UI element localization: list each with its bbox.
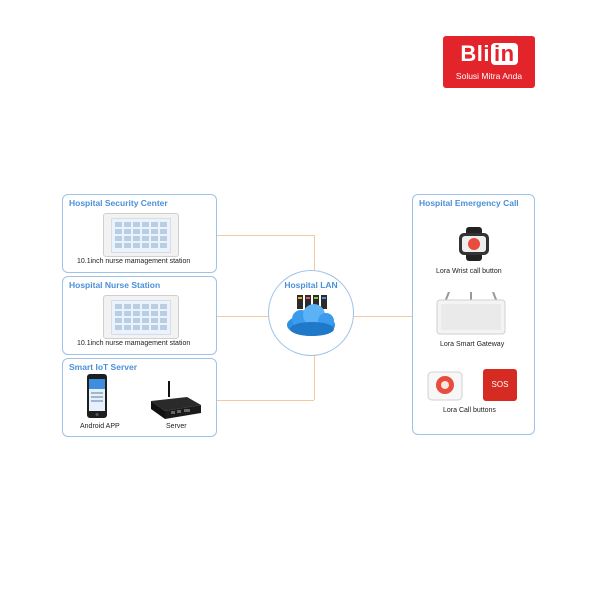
connector-iot-server [216,400,314,401]
hospital-lan-hub: Hospital LAN [268,270,354,356]
server-icon [151,381,201,419]
smartphone-icon [87,374,107,418]
server-caption: Server [166,423,187,430]
panel-title: Hospital Emergency Call [419,198,519,208]
connector-security-center [216,235,314,236]
call-buttons-caption: Lora Call buttons [443,407,496,414]
smart-gateway-icon [436,292,506,335]
gateway-caption: Lora Smart Gateway [440,341,505,348]
device-caption: 10.1inch nurse mamagement station [77,340,191,347]
panel-title: Hospital Nurse Station [69,280,161,290]
panel-nurse-station: Hospital Nurse Station 10.1inch nurse ma… [62,276,217,355]
wrist-button-caption: Lora Wrist call button [436,268,502,275]
connector-security-drop [314,235,315,275]
panel-security-center: Hospital Security Center 10.1inch nurse … [62,194,217,273]
sos-call-button-icon: SOS [483,369,517,401]
panel-title: Smart IoT Server [69,362,138,372]
wrist-call-button-icon [459,227,489,261]
connector-iot-rise [314,350,315,400]
nurse-station-tablet-icon [103,295,179,339]
panel-title: Hospital Security Center [69,198,168,208]
cloud-network-icon [287,295,335,336]
panel-emergency-call: Hospital Emergency Call Lora Wrist call … [412,194,535,435]
nurse-station-tablet-icon [103,213,179,257]
call-button-icon [427,371,463,401]
sos-label: SOS [491,380,509,389]
brand-name-prefix: Bli [460,41,491,66]
brand-tagline: Solusi Mitra Anda [455,71,523,81]
connector-nurse-station [216,316,280,317]
android-app-caption: Android APP [80,423,120,430]
brand-name-suffix: in [491,43,518,65]
device-caption: 10.1inch nurse mamagement station [77,258,191,265]
panel-iot-server: Smart IoT Server Android APP Server [62,358,217,437]
connector-emergency-call [350,316,412,317]
hub-title: Hospital LAN [284,280,338,290]
